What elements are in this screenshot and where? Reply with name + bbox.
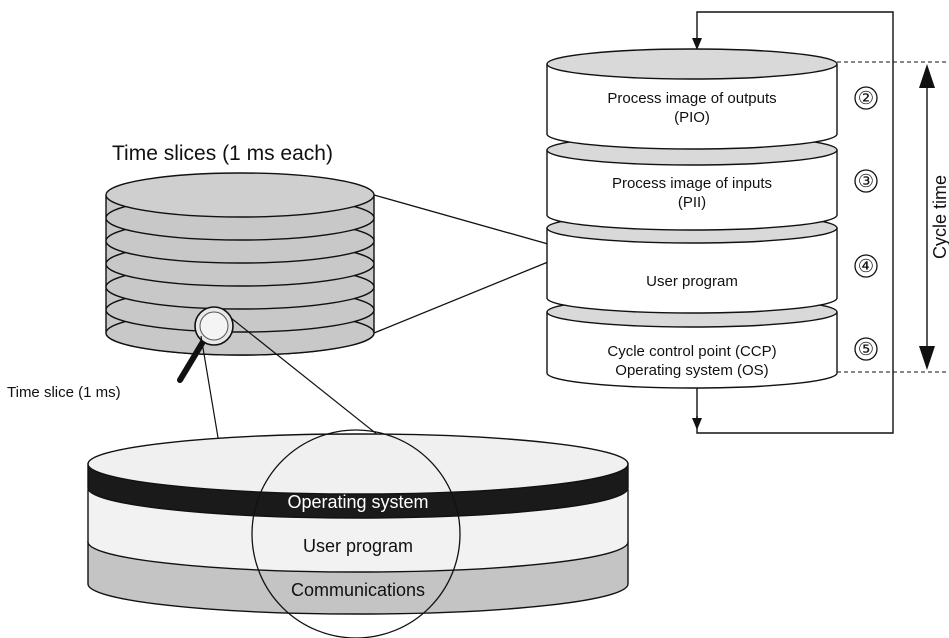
connector-line-top (373, 194, 549, 245)
pii-line1: Process image of inputs (612, 175, 772, 192)
pio-line2: (PIO) (674, 109, 710, 126)
pii-line2: (PII) (678, 194, 706, 211)
number-4: ④ (858, 256, 874, 276)
number-circles (854, 86, 878, 361)
ccp-line2: Operating system (OS) (615, 362, 768, 379)
magnifier-icon (177, 306, 234, 383)
number-3: ③ (858, 171, 874, 191)
communications-band-label: Communications (291, 580, 425, 600)
time-slices-cylinder (105, 172, 375, 356)
cycle-loop-line (696, 11, 894, 434)
cycle-time-arrow-top (919, 64, 935, 88)
cycle-time-label: Cycle time (930, 175, 949, 259)
cycle-stack (546, 48, 838, 389)
zoom-circle (251, 429, 461, 638)
time-slices-title: Time slices (1 ms each) (112, 142, 333, 165)
number-2: ② (858, 88, 874, 108)
arrow-in-head (692, 38, 702, 50)
cycle-time-arrow-bottom (919, 346, 935, 370)
user-program-band-label: User program (303, 536, 413, 556)
time-slice-disk (87, 433, 629, 615)
user-program-stack-label: User program (646, 273, 738, 290)
ccp-line1: Cycle control point (CCP) (607, 343, 776, 360)
number-5: ⑤ (858, 339, 874, 359)
connector-line-bottom (373, 261, 549, 334)
arrow-out-head (692, 418, 702, 430)
pio-line1: Process image of outputs (607, 90, 776, 107)
time-slice-title: Time slice (1 ms) (7, 384, 121, 401)
os-band-label: Operating system (287, 492, 428, 512)
